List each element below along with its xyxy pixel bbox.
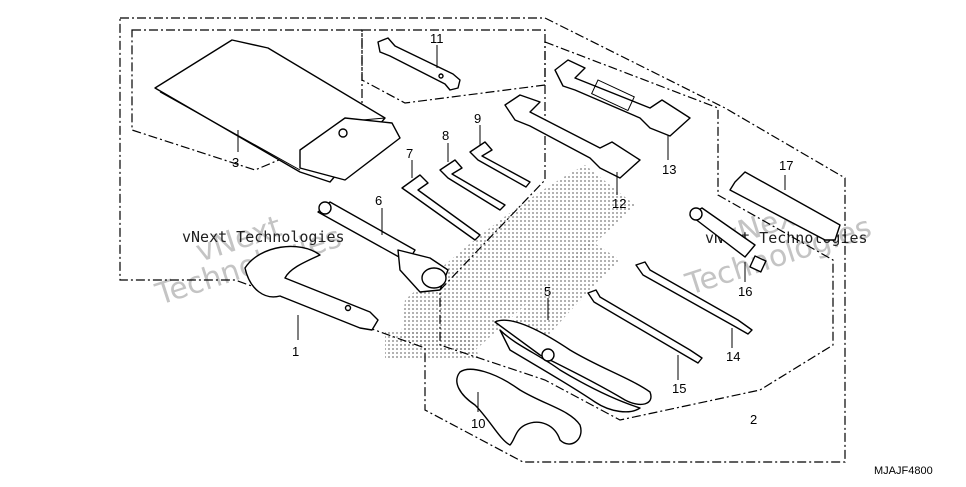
callout-12: 12 [612, 196, 626, 211]
top-wrench-boundary [361, 29, 546, 104]
right-boundary [439, 41, 834, 421]
callout-9: 9 [474, 111, 481, 126]
callout-7: 7 [406, 146, 413, 161]
callout-3: 3 [232, 155, 239, 170]
inner-boundary [131, 29, 363, 171]
spark-plug-socket[interactable] [317, 201, 449, 293]
callout-13: 13 [662, 162, 676, 177]
callout-10: 10 [471, 416, 485, 431]
callout-11: 11 [430, 31, 444, 46]
hex-key-7[interactable] [401, 160, 481, 241]
callout-labels: 1 2 3 5 6 7 8 9 10 11 12 13 14 15 16 17 [232, 31, 793, 431]
screwdriver-14[interactable] [635, 261, 753, 348]
callout-6: 6 [375, 193, 382, 208]
callout-8: 8 [442, 128, 449, 143]
screwdriver-handle[interactable] [689, 207, 767, 282]
svg-text:vNext Technologies: vNext Technologies [182, 228, 345, 246]
screwdriver-15[interactable] [587, 289, 703, 380]
hex-key-9[interactable] [469, 125, 531, 188]
callout-2: 2 [750, 412, 757, 427]
diagram-code: MJAJF4800 [874, 465, 933, 477]
tool-grip[interactable] [729, 171, 841, 241]
callout-1: 1 [292, 344, 299, 359]
pliers[interactable] [494, 298, 652, 413]
double-end-wrench-13[interactable] [554, 59, 691, 160]
tool-bag[interactable] [154, 39, 401, 183]
spanner-wrench[interactable] [244, 245, 379, 340]
callout-16: 16 [738, 284, 752, 299]
callout-14: 14 [726, 349, 740, 364]
double-end-wrench-12[interactable] [504, 94, 641, 195]
hook-wrench[interactable] [456, 368, 582, 446]
callout-5: 5 [544, 284, 551, 299]
callout-17: 17 [779, 158, 793, 173]
callout-15: 15 [672, 381, 686, 396]
small-open-end-wrench[interactable] [377, 37, 461, 91]
hex-key-8[interactable] [439, 143, 506, 211]
stippled-wing-logo [385, 165, 635, 360]
